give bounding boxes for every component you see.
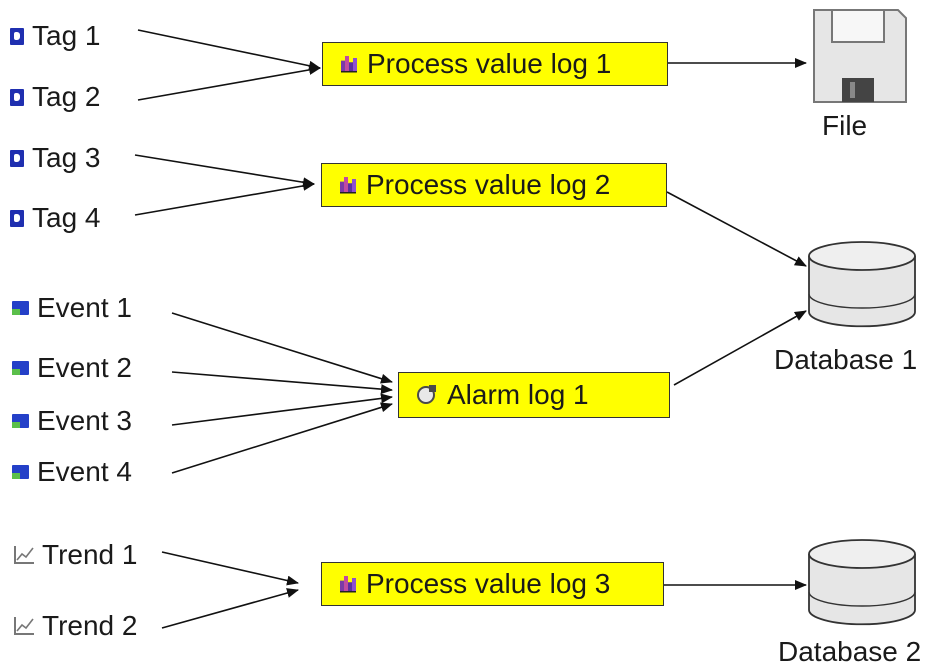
database-icon (808, 241, 916, 328)
trend-icon (14, 617, 34, 635)
log-label: Process value log 3 (366, 568, 611, 599)
arrow-event3-alarm1 (171, 393, 393, 426)
database-1-label: Database 1 (774, 344, 918, 375)
arrow-tag2-pv1 (137, 64, 321, 101)
arrow-tag1-pv1 (137, 29, 321, 71)
arrow-pv2-db1 (666, 191, 807, 267)
log-alarm-1: Alarm log 1 (398, 372, 670, 418)
database-icon (808, 539, 916, 626)
log-label: Process value log 1 (367, 48, 612, 79)
tag-icon (10, 149, 24, 167)
file-label: File (822, 110, 868, 141)
arrow-event4-alarm1 (171, 402, 393, 474)
source-label: Trend 1 (42, 539, 138, 570)
arrow-tag4-pv2 (134, 180, 315, 216)
log-process-value-3: Process value log 3 (321, 562, 664, 606)
log-process-value-2: Process value log 2 (321, 163, 667, 207)
process-value-log-icon (341, 55, 357, 73)
log-label: Process value log 2 (366, 169, 611, 200)
process-value-log-icon (340, 575, 356, 593)
source-trend-2: Trend 2 (14, 612, 137, 640)
arrow-tag3-pv2 (134, 154, 315, 188)
tag-icon (10, 27, 24, 45)
tag-icon (10, 209, 24, 227)
event-icon (12, 301, 29, 315)
arrow-event2-alarm1 (171, 371, 393, 395)
source-tag-2: Tag 2 (10, 83, 101, 111)
process-value-log-icon (340, 176, 356, 194)
source-tag-3: Tag 3 (10, 144, 101, 172)
source-event-3: Event 3 (12, 407, 132, 435)
source-label: Trend 2 (42, 610, 138, 641)
source-trend-1: Trend 1 (14, 541, 137, 569)
trend-icon (14, 546, 34, 564)
source-tag-1: Tag 1 (10, 22, 101, 50)
source-label: Event 1 (37, 292, 132, 323)
source-event-1: Event 1 (12, 294, 132, 322)
source-label: Event 2 (37, 352, 132, 383)
arrow-alarm1-db1 (673, 310, 807, 386)
source-label: Event 4 (37, 456, 132, 487)
source-label: Tag 2 (32, 81, 101, 112)
source-tag-4: Tag 4 (10, 204, 101, 232)
floppy-disk-icon (813, 9, 907, 103)
source-label: Tag 1 (32, 20, 101, 51)
database-2-label: Database 2 (778, 636, 922, 667)
arrow-trend2-pv3 (161, 588, 299, 629)
alarm-log-icon (417, 385, 436, 404)
arrow-event1-alarm1 (171, 312, 393, 384)
source-event-2: Event 2 (12, 354, 132, 382)
source-label: Tag 4 (32, 202, 101, 233)
source-event-4: Event 4 (12, 458, 132, 486)
event-icon (12, 361, 29, 375)
event-icon (12, 414, 29, 428)
log-process-value-1: Process value log 1 (322, 42, 668, 86)
source-label: Tag 3 (32, 142, 101, 173)
tag-icon (10, 88, 24, 106)
event-icon (12, 465, 29, 479)
source-label: Event 3 (37, 405, 132, 436)
arrow-trend1-pv3 (161, 551, 299, 586)
log-label: Alarm log 1 (447, 379, 589, 410)
